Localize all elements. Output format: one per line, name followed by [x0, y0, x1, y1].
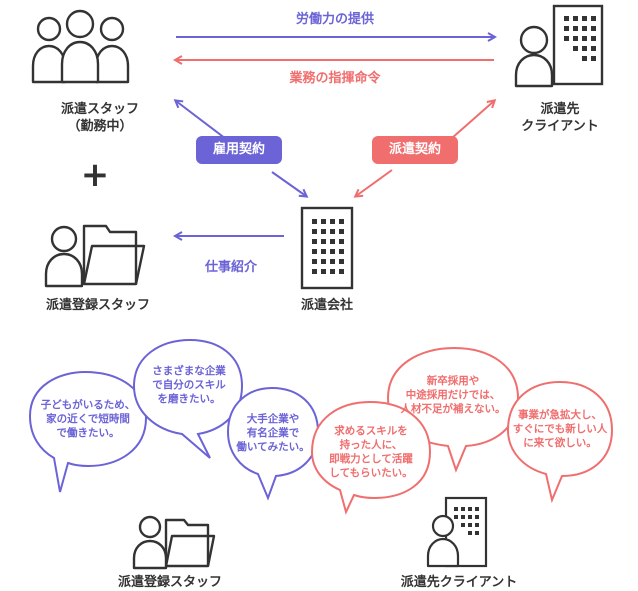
client-bubble-1-text: 新卒採用や 中途採用だけでは、 人材不足が補えない。 — [394, 374, 512, 416]
text-line: 中途採用だけでは、 — [405, 389, 501, 401]
bottom-staff-icon — [132, 515, 216, 570]
staff-bubble-1-text: 子どもがいるため、 家の近くで短時間 で働きたい。 — [36, 398, 140, 440]
staff-label-line2: （勤務中） — [67, 119, 133, 134]
staff-bubbles — [28, 338, 320, 501]
text-line: で自分のスキル — [152, 379, 226, 391]
bottom-staff-label: 派遣登録スタッフ — [117, 575, 222, 590]
text-line: 家の近くで短時間 — [46, 413, 130, 425]
staff-bubble-2 — [132, 338, 244, 459]
text-line: 求めるスキルを — [334, 425, 408, 437]
text-line: を磨きたい。 — [157, 393, 221, 405]
dispatch-badge: 派遣契約 — [372, 136, 458, 164]
client-bubbles — [310, 346, 614, 515]
text-line: すぐにでも新しい人 — [512, 423, 608, 435]
labor-label: 労働力の提供 — [295, 12, 374, 27]
client-bubble-2 — [310, 400, 432, 515]
client-label: 派遣先 クライアント — [500, 101, 620, 135]
text-line: さまざまな企業 — [152, 365, 226, 377]
client-label-line2: クライアント — [521, 119, 599, 134]
agency-label: 派遣会社 — [300, 298, 353, 313]
plus-sign: + — [80, 155, 110, 195]
staff-bubble-3-text: 大手企業や 有名企業で 働いてみたい。 — [230, 412, 316, 454]
text-line: 大手企業や — [246, 413, 300, 425]
staff-label: 派遣スタッフ （勤務中） — [40, 101, 160, 135]
employment-arrow-down — [271, 171, 306, 196]
text-line: に来て欲しい。 — [523, 437, 597, 449]
staff-label-line1: 派遣スタッフ — [60, 102, 139, 117]
client-bubble-3 — [506, 380, 614, 504]
text-line: してもらいたい。 — [329, 467, 413, 479]
client-building-icon — [552, 4, 604, 86]
registered-staff-label: 派遣登録スタッフ — [45, 298, 150, 313]
client-bubble-3-text: 事業が急拡大し、 すぐにでも新しい人 に来て欲しい。 — [512, 408, 608, 450]
dispatch-arrow-down — [356, 169, 393, 196]
client-label-line1: 派遣先 — [540, 102, 580, 117]
text-line: 即戦力として活躍 — [329, 453, 413, 465]
dispatch-arrow-up — [451, 101, 494, 139]
bottom-client-person-icon — [426, 514, 460, 568]
client-bubble-2-text: 求めるスキルを 持った人に、 即戦力として活躍 してもらいたい。 — [316, 424, 426, 480]
bottom-client-label: 派遣先クライアント — [400, 575, 518, 590]
text-line: 有名企業で — [246, 427, 300, 439]
staff-group-icon — [31, 9, 130, 84]
agency-building-icon — [300, 206, 354, 290]
text-line: 人材不足が補えない。 — [400, 403, 506, 415]
text-line: 子どもがいるため、 — [40, 399, 136, 411]
employment-badge: 雇用契約 — [196, 136, 282, 164]
command-label: 業務の指揮命令 — [289, 71, 381, 86]
text-line: 持った人に、 — [339, 439, 403, 451]
text-line: 働いてみたい。 — [236, 441, 310, 453]
staff-bubble-1 — [28, 370, 148, 493]
text-line: 新卒採用や — [426, 375, 480, 387]
registered-staff-icon — [44, 224, 146, 288]
introduction-label: 仕事紹介 — [204, 260, 257, 275]
employment-arrow-up — [176, 101, 231, 143]
staff-bubble-2-text: さまざまな企業 で自分のスキル を磨きたい。 — [140, 364, 238, 406]
text-line: で働きたい。 — [56, 427, 120, 439]
text-line: 事業が急拡大し、 — [518, 409, 602, 421]
client-person-icon — [514, 25, 554, 88]
